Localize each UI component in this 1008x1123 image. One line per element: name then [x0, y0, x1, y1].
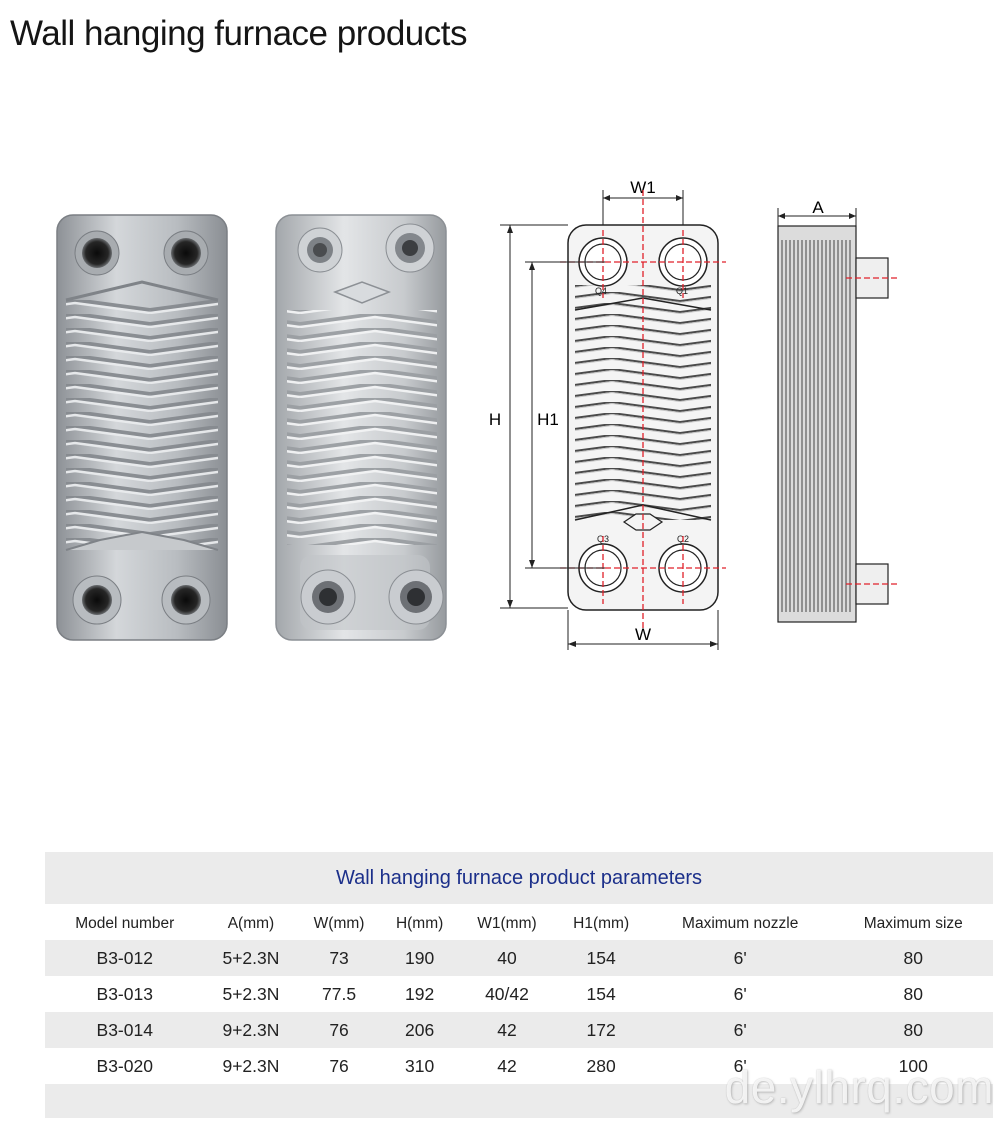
- cell-model: B3-020: [45, 1048, 205, 1084]
- dim-w-label: W: [635, 625, 651, 644]
- table-row: B3-020 9+2.3N 76 310 42 280 6' 100: [45, 1048, 993, 1084]
- parameters-table: Model number A(mm) W(mm) H(mm) W1(mm) H1…: [45, 908, 993, 1084]
- plate-photo-front: [56, 214, 228, 641]
- cell-max-nozzle: 6': [646, 976, 834, 1012]
- cell-w1: 42: [458, 1048, 556, 1084]
- plate-photo-back: [275, 214, 447, 641]
- cell-h: 310: [380, 1048, 459, 1084]
- cell-w: 73: [297, 940, 381, 976]
- table-row: B3-012 5+2.3N 73 190 40 154 6' 80: [45, 940, 993, 976]
- col-header-h1: H1(mm): [555, 908, 647, 940]
- watermark: de.ylhrq.com: [724, 1061, 994, 1113]
- table-footer-band: [45, 1084, 993, 1118]
- cell-model: B3-014: [45, 1012, 205, 1048]
- cell-w: 76: [297, 1048, 381, 1084]
- col-header-a: A(mm): [204, 908, 298, 940]
- page-title: Wall hanging furnace products: [10, 14, 467, 53]
- table-row: B3-014 9+2.3N 76 206 42 172 6' 80: [45, 1012, 993, 1048]
- cell-max-nozzle: 6': [646, 940, 834, 976]
- cell-w: 77.5: [297, 976, 381, 1012]
- dim-w1-label: W1: [630, 178, 656, 197]
- col-header-w1: W1(mm): [458, 908, 556, 940]
- cell-h1: 154: [555, 976, 647, 1012]
- col-header-model: Model number: [45, 908, 205, 940]
- cell-h: 190: [380, 940, 459, 976]
- cell-a: 9+2.3N: [204, 1048, 298, 1084]
- dim-h1-label: H1: [537, 410, 559, 429]
- cell-model: B3-013: [45, 976, 205, 1012]
- cell-h: 206: [380, 1012, 459, 1048]
- cell-a: 5+2.3N: [204, 976, 298, 1012]
- cell-max-nozzle: 6': [646, 1048, 834, 1084]
- product-figure: W1 Q4 Q1 Q3 Q2: [0, 160, 1008, 680]
- cell-h1: 280: [555, 1048, 647, 1084]
- dim-h-label: H: [489, 410, 501, 429]
- technical-drawing-front: W1 Q4 Q1 Q3 Q2: [489, 178, 726, 650]
- table-row: B3-013 5+2.3N 77.5 192 40/42 154 6' 80: [45, 976, 993, 1012]
- cell-a: 9+2.3N: [204, 1012, 298, 1048]
- cell-h: 192: [380, 976, 459, 1012]
- col-header-w: W(mm): [297, 908, 381, 940]
- cell-h1: 154: [555, 940, 647, 976]
- product-illustrations: W1 Q4 Q1 Q3 Q2: [56, 178, 900, 650]
- dim-a-label: A: [812, 198, 824, 217]
- parameters-title: Wall hanging furnace product parameters: [45, 852, 993, 904]
- col-header-max-nozzle: Maximum nozzle: [646, 908, 834, 940]
- cell-max-size: 100: [833, 1048, 993, 1084]
- col-header-max-size: Maximum size: [833, 908, 993, 940]
- cell-max-nozzle: 6': [646, 1012, 834, 1048]
- cell-model: B3-012: [45, 940, 205, 976]
- cell-max-size: 80: [833, 976, 993, 1012]
- cell-w1: 40/42: [458, 976, 556, 1012]
- col-header-h: H(mm): [380, 908, 459, 940]
- port-label-q4: Q4: [595, 286, 607, 296]
- cell-w1: 42: [458, 1012, 556, 1048]
- technical-drawing-side: A: [777, 198, 900, 623]
- parameters-section: Wall hanging furnace product parameters …: [45, 852, 993, 1118]
- cell-max-size: 80: [833, 940, 993, 976]
- cell-h1: 172: [555, 1012, 647, 1048]
- cell-a: 5+2.3N: [204, 940, 298, 976]
- port-label-q1: Q1: [676, 286, 688, 296]
- table-header-row: Model number A(mm) W(mm) H(mm) W1(mm) H1…: [45, 908, 993, 940]
- cell-w: 76: [297, 1012, 381, 1048]
- cell-w1: 40: [458, 940, 556, 976]
- side-plate-lines: [781, 240, 851, 612]
- cell-max-size: 80: [833, 1012, 993, 1048]
